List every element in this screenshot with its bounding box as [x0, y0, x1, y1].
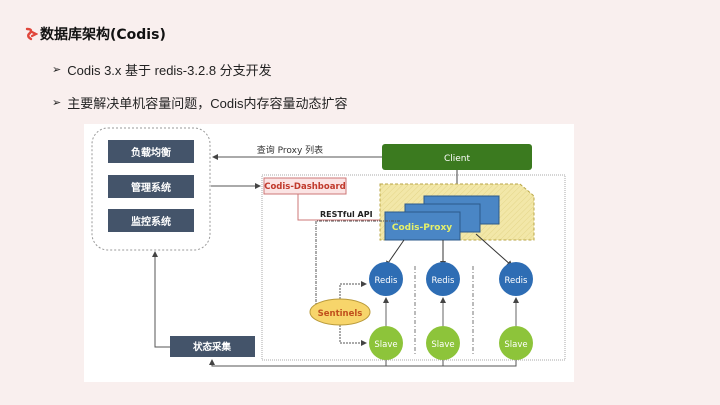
arrow-bullet-icon: ➢	[52, 97, 62, 109]
restful-line	[297, 194, 380, 221]
redis-slave-label: Slave	[431, 340, 454, 350]
dashboard-label: Codis-Dashboard	[264, 182, 346, 192]
management-label: 管理系统	[131, 181, 171, 194]
arrow-bullet-icon: ➢	[52, 64, 62, 76]
sentinel-master-link	[339, 281, 367, 302]
load-balancer-label: 负载均衡	[131, 146, 171, 159]
status-collector-box	[170, 336, 255, 357]
redis-slave-label: Slave	[374, 340, 397, 350]
status-collector-label: 状态采集	[193, 341, 232, 353]
bullet-text: Codis 3.x 基于 redis-3.2.8 分支开发	[67, 63, 272, 78]
load-balancer-box	[108, 140, 194, 163]
redis-slave-node	[499, 326, 533, 360]
sentinel-slave-link	[339, 322, 367, 346]
codis-architecture-diagram: 负载均衡 管理系统 监控系统 查询 Proxy 列表 Client Codis-…	[84, 124, 574, 382]
proxy-instance-front	[384, 211, 461, 241]
red-squiggle-icon	[25, 27, 38, 41]
redis-master-node	[426, 262, 460, 296]
redis-master-label: Redis	[505, 276, 529, 286]
redis-master-label: Redis	[375, 276, 399, 286]
proxy-redis-arrow	[385, 239, 405, 267]
redis-slave-label: Slave	[504, 340, 527, 350]
dashboard-box	[263, 177, 347, 195]
redis-slave-node	[426, 326, 460, 360]
slide-title: 数据库架构(Codis)	[24, 24, 166, 44]
redis-master-node	[499, 262, 533, 296]
bullet-item: ➢ 主要解决单机容量问题，Codis内存容量动态扩容	[52, 93, 347, 112]
restful-label: RESTful API	[320, 210, 373, 219]
proxy-label: Codis-Proxy	[392, 223, 452, 233]
bullet-text: 主要解决单机容量问题，Codis内存容量动态扩容	[67, 96, 348, 111]
monitoring-box	[108, 209, 194, 232]
sentinels-node	[309, 298, 371, 326]
collection-arrow	[209, 359, 386, 367]
collection-bus	[385, 360, 517, 367]
client-box	[382, 144, 532, 170]
redis-master-label: Redis	[432, 276, 456, 286]
redis-slave-node	[369, 326, 403, 360]
client-label: Client	[444, 154, 471, 164]
slide-title-text: 数据库架构(Codis)	[40, 27, 166, 43]
sentinels-label: Sentinels	[318, 309, 363, 319]
redis-master-node	[369, 262, 403, 296]
proxy-redis-arrow	[475, 233, 513, 267]
diagram-svg: 负载均衡 管理系统 监控系统 查询 Proxy 列表 Client Codis-…	[91, 127, 566, 367]
collector-monitor-arrow	[152, 251, 170, 348]
bullet-item: ➢ Codis 3.x 基于 redis-3.2.8 分支开发	[52, 60, 272, 79]
query-proxy-label: 查询 Proxy 列表	[257, 144, 323, 156]
monitoring-label: 监控系统	[131, 215, 171, 228]
management-box	[108, 175, 194, 198]
